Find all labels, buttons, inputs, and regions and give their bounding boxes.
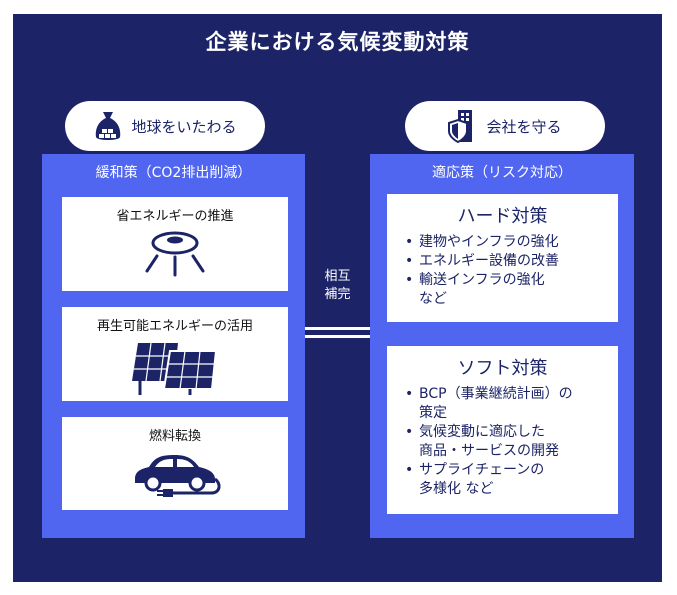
connector-line-top bbox=[305, 327, 370, 330]
solar-panel-icon bbox=[132, 342, 218, 395]
mutual-line-1: 相互 bbox=[324, 269, 351, 284]
soft-measures-title: ソフト対策 bbox=[457, 358, 548, 379]
electric-car-icon bbox=[135, 455, 221, 497]
mutual-complement-label: 相互 補完 bbox=[305, 268, 370, 304]
ceiling-light-icon bbox=[145, 231, 205, 277]
pill-care-for-earth: 地球をいたわる bbox=[65, 101, 265, 151]
energy-saving-label: 省エネルギーの推進 bbox=[116, 209, 234, 224]
money-bag-icon bbox=[96, 112, 121, 140]
renewable-energy-card: 再生可能エネルギーの活用 bbox=[62, 307, 288, 401]
fuel-conversion-card: 燃料転換 bbox=[62, 417, 288, 510]
page-title: 企業における気候変動対策 bbox=[205, 30, 470, 54]
pill-left-label: 地球をいたわる bbox=[131, 117, 237, 136]
mutual-line-2: 補完 bbox=[324, 287, 351, 302]
adaptation-panel: 適応策（リスク対応） ハード対策 建物やインフラの強化 エネルギー設備の改善 輸… bbox=[370, 154, 634, 538]
pill-right-label: 会社を守る bbox=[486, 117, 562, 136]
mitigation-panel: 緩和策（CO2排出削減） 省エネルギーの推進 再生可能エネルギーの活用 bbox=[42, 154, 305, 538]
building-shield-icon bbox=[448, 110, 473, 143]
adaptation-title: 適応策（リスク対応） bbox=[432, 165, 572, 181]
list-item: BCP（事業継続計画）の策定 bbox=[405, 385, 573, 423]
connector-line-bottom bbox=[305, 335, 370, 338]
renewable-energy-label: 再生可能エネルギーの活用 bbox=[96, 319, 253, 334]
list-item: エネルギー設備の改善 bbox=[405, 252, 559, 271]
soft-measures-card: ソフト対策 BCP（事業継続計画）の策定 気候変動に適応した商品・サービスの開発… bbox=[387, 346, 618, 514]
pill-protect-company: 会社を守る bbox=[405, 101, 605, 151]
fuel-conversion-label: 燃料転換 bbox=[148, 429, 201, 444]
list-item: 建物やインフラの強化 bbox=[405, 233, 559, 252]
hard-measures-title: ハード対策 bbox=[457, 206, 548, 227]
mitigation-title: 緩和策（CO2排出削減） bbox=[95, 165, 252, 181]
energy-saving-card: 省エネルギーの推進 bbox=[62, 197, 288, 291]
